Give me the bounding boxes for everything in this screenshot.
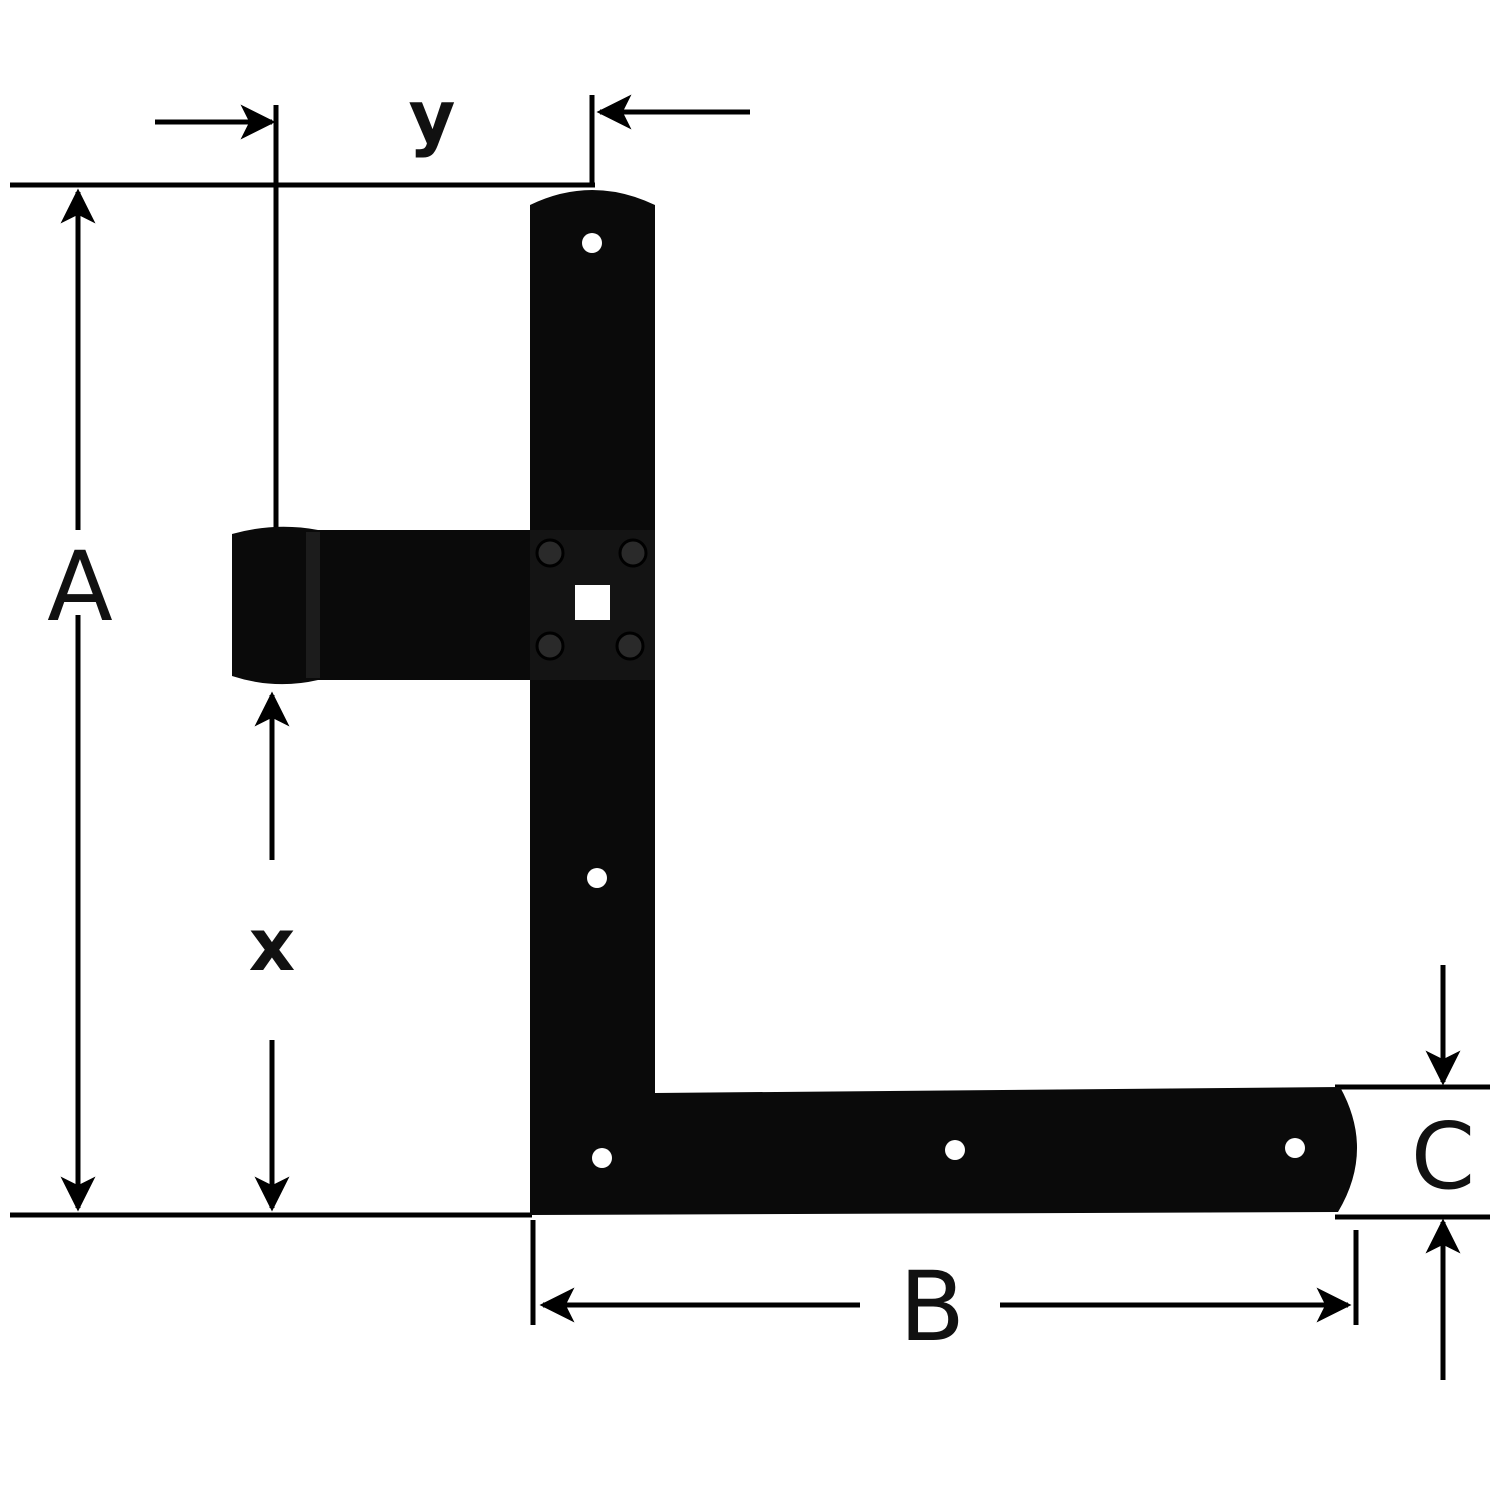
rivet-icon bbox=[615, 631, 645, 661]
screw-hole bbox=[945, 1140, 965, 1160]
rivet-icon bbox=[535, 631, 565, 661]
knuckle-edge bbox=[306, 532, 320, 678]
l-strap bbox=[530, 190, 1358, 1215]
hinge-strap bbox=[232, 190, 1358, 1215]
label-y: y bbox=[409, 75, 456, 159]
label-c: C bbox=[1411, 1103, 1475, 1210]
dimension-arrows bbox=[60, 94, 1461, 1380]
screw-hole bbox=[592, 1148, 612, 1168]
screw-hole bbox=[1285, 1138, 1305, 1158]
rivet-icon bbox=[535, 538, 565, 568]
screw-hole bbox=[587, 868, 607, 888]
label-a: A bbox=[47, 531, 113, 643]
screw-hole bbox=[582, 233, 602, 253]
label-x: x bbox=[249, 903, 295, 987]
label-b: B bbox=[899, 1251, 965, 1363]
rivet-icon bbox=[618, 538, 648, 568]
square-hole bbox=[575, 585, 610, 620]
extension-lines bbox=[10, 95, 1490, 1325]
